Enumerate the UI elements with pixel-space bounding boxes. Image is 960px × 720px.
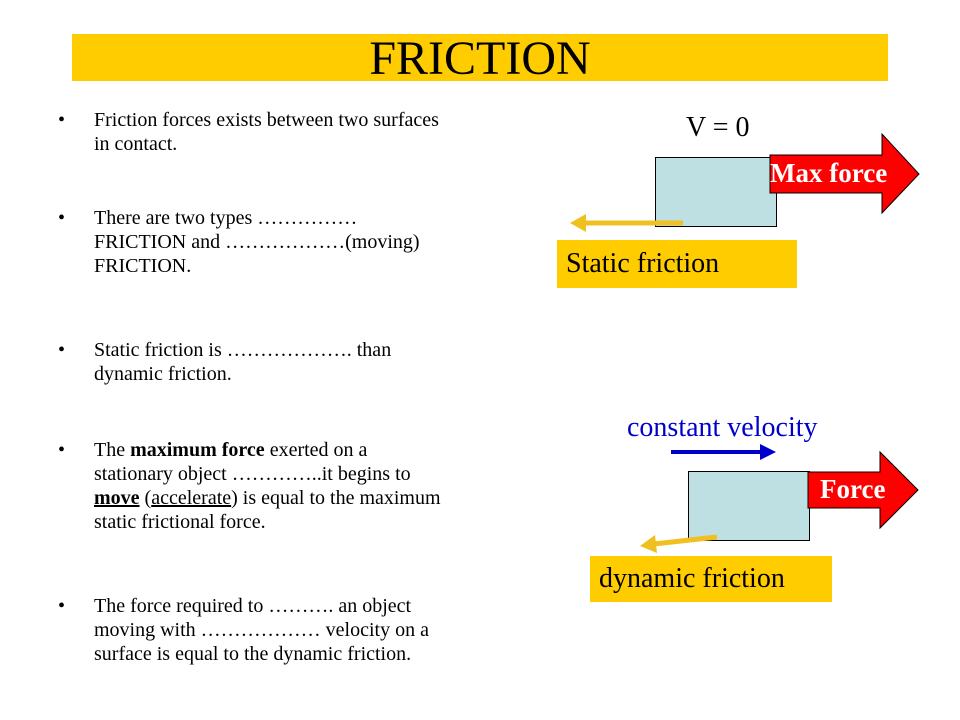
bullet-text-line: The maximum force exerted on a (94, 438, 441, 462)
bullet-text-line: stationary object …………..it begins to (94, 463, 411, 485)
force-label: Force (820, 474, 886, 504)
bullet-dot: • (58, 207, 66, 229)
title-bar: FRICTION (72, 32, 888, 85)
bullet-text: ) is equal to the maximum (231, 487, 441, 509)
dynamic-friction-arrow-icon (653, 534, 718, 547)
bullet-item: • Static friction is ………………. than dynami… (58, 338, 391, 386)
bullet-text-line: in contact. (94, 133, 178, 155)
max-force-arrow-icon (769, 132, 920, 215)
max-force-label: Max force (770, 158, 888, 188)
bullet-text-line: Static friction is ………………. than (94, 339, 392, 361)
force-arrow-icon (807, 450, 919, 530)
bullet-dot: • (58, 595, 66, 617)
bullet-item: • There are two types …………… FRICTION and… (58, 206, 420, 278)
bullet-text-line: dynamic friction. (94, 363, 232, 385)
bullet-item: • The force required to ………. an object m… (58, 594, 429, 666)
bullet-item: • Friction forces exists between two sur… (58, 108, 439, 156)
bullet-text-line: FRICTION and ………………(moving) (94, 231, 420, 253)
term-accelerate: accelerate (151, 487, 232, 509)
bullet-text-line: move (accelerate) is equal to the maximu… (94, 486, 441, 510)
bullet-text-line: moving with ……………… velocity on a (94, 619, 429, 641)
dynamic-friction-label: dynamic friction (590, 556, 832, 602)
static-block (655, 157, 777, 227)
bullet-text-line: The force required to ………. an object (94, 595, 412, 617)
bullet-text: ( (139, 487, 152, 509)
bullet-text-line: surface is equal to the dynamic friction… (94, 643, 412, 665)
bullet-text-line: FRICTION. (94, 255, 192, 277)
bullet-text: exerted on a (264, 439, 368, 461)
bullet-dot: • (58, 339, 66, 361)
dynamic-friction-arrowhead-icon (640, 535, 657, 553)
bullet-dot: • (58, 439, 66, 461)
velocity-zero-label: V = 0 (686, 112, 750, 143)
bullet-text-line: There are two types …………… (94, 207, 358, 229)
static-friction-label: Static friction (557, 240, 797, 288)
term-move: move (94, 487, 140, 509)
bullet-text: The (94, 439, 131, 461)
velocity-arrowhead-icon (760, 444, 776, 460)
bold-term-max-force: maximum force (130, 439, 265, 461)
static-friction-arrowhead-icon (570, 214, 586, 232)
constant-velocity-label: constant velocity (627, 412, 818, 443)
moving-block (688, 471, 810, 541)
bullet-item: • The maximum force exerted on a station… (58, 438, 441, 534)
bullet-text-line: Friction forces exists between two surfa… (94, 109, 439, 131)
bullet-text-line: static frictional force. (94, 511, 266, 533)
page-title: FRICTION (369, 32, 591, 85)
bullet-dot: • (58, 109, 66, 131)
